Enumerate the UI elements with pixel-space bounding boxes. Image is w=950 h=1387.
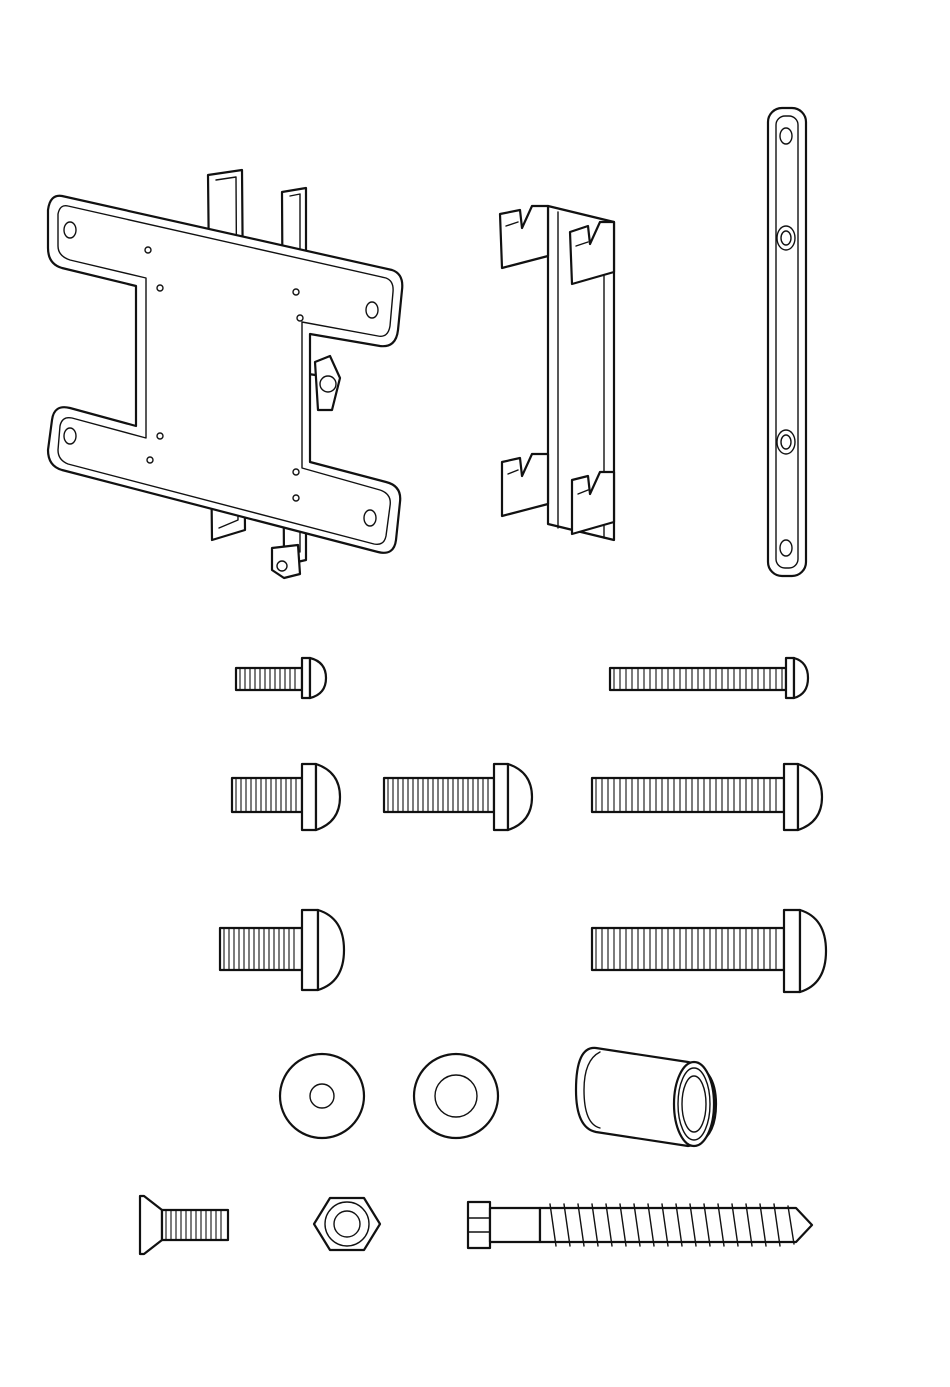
long-medium-screw	[592, 764, 822, 830]
hex-nut	[314, 1198, 380, 1250]
wall-bracket	[500, 206, 614, 540]
lag-bolt	[468, 1202, 812, 1248]
tilt-mount-assembly	[48, 170, 402, 578]
small-screw	[236, 658, 326, 698]
long-large-screw	[592, 910, 826, 992]
flat-strap	[768, 108, 806, 576]
thick-washer	[414, 1054, 498, 1138]
countersunk-screw	[140, 1196, 228, 1254]
medium-screw-a	[232, 764, 340, 830]
large-screw	[220, 910, 344, 990]
medium-screw-b	[384, 764, 532, 830]
spacer	[576, 1048, 716, 1146]
flat-washer	[280, 1054, 364, 1138]
long-small-screw	[610, 658, 808, 698]
